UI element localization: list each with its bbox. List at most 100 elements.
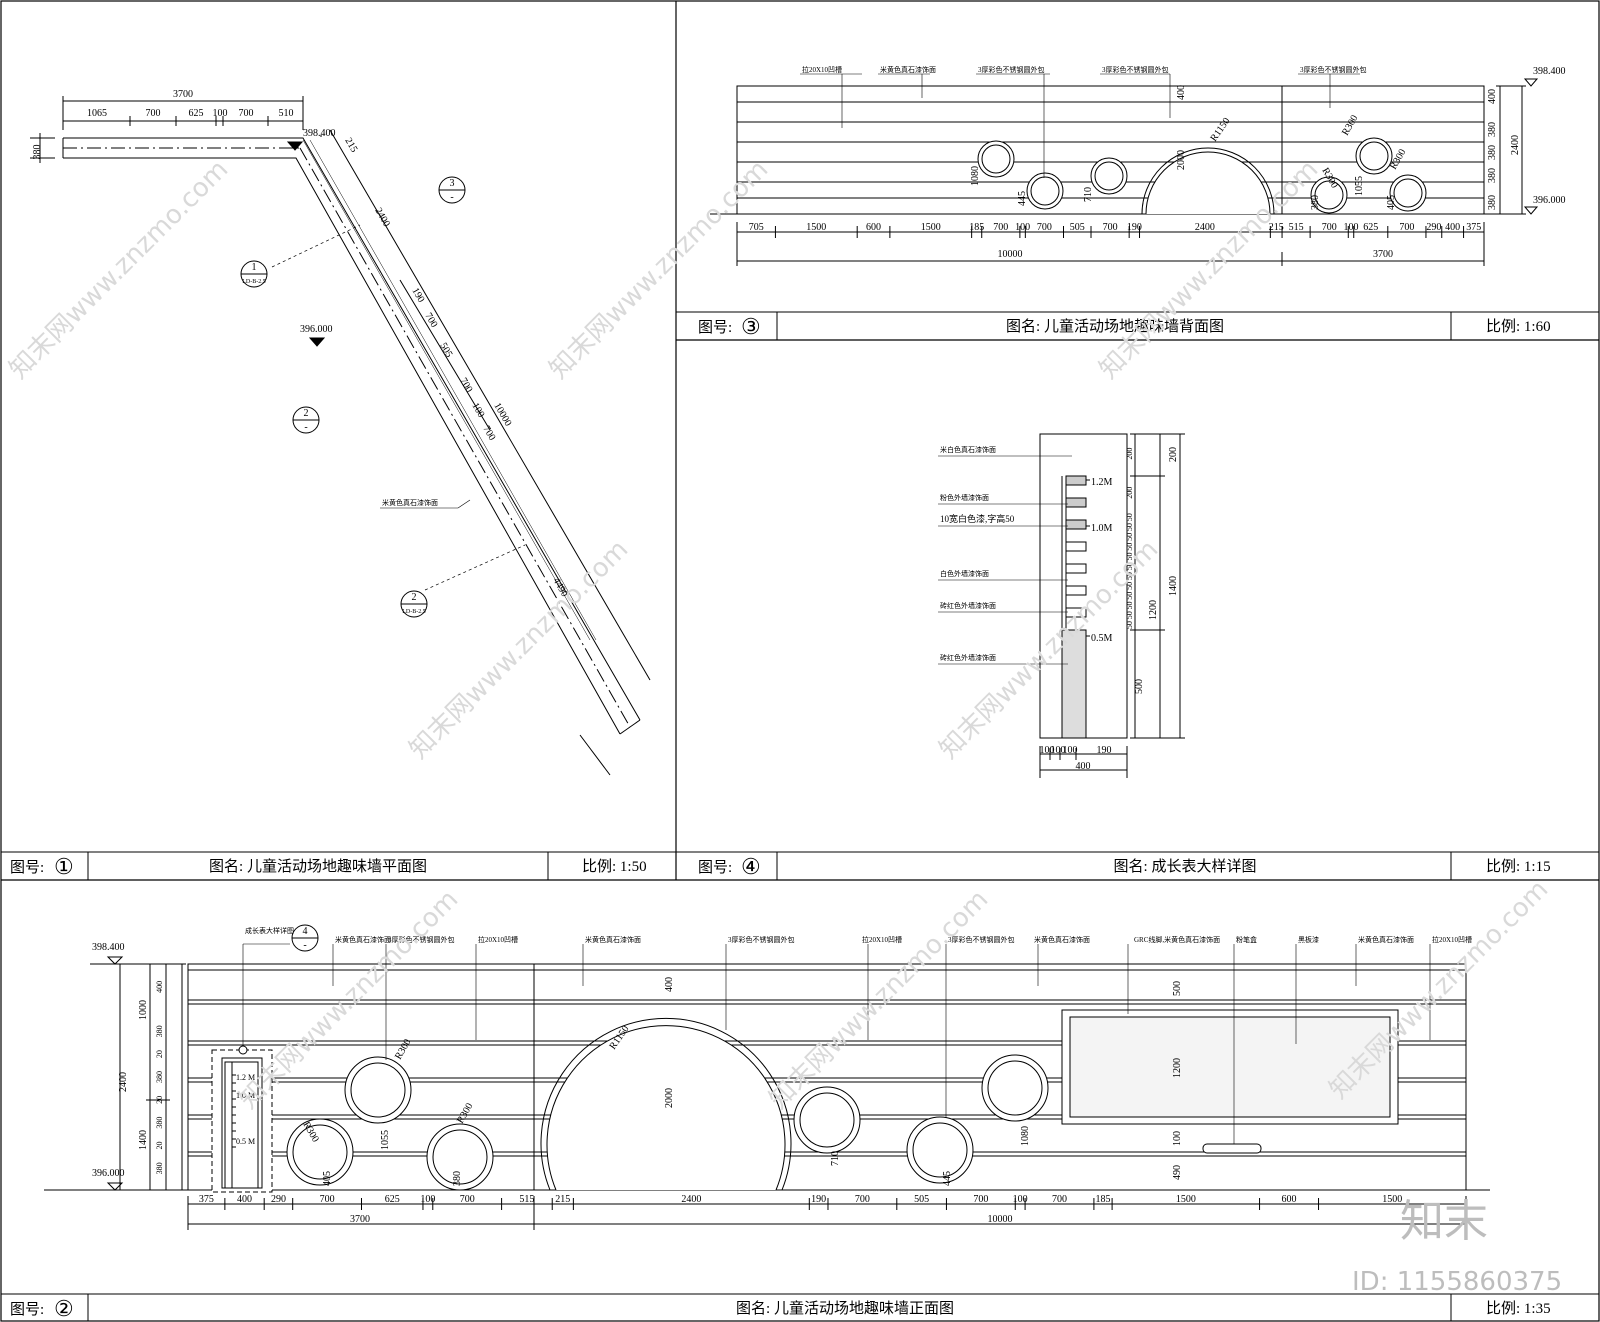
back-bottom-dim: 700 <box>1322 222 1337 233</box>
back-bottom-dim: 185 <box>969 222 984 233</box>
back-number-symbol: ③ <box>741 314 761 339</box>
front-inner-dim: 710 <box>830 1151 841 1166</box>
front-bottom-dim: 1500 <box>1382 1194 1402 1205</box>
growth-title: 图名: 成长表大样详图 <box>1114 858 1257 875</box>
back-bottom-dim: 705 <box>749 222 764 233</box>
watermark-logo: 知末 <box>1400 1196 1488 1247</box>
front-inner-dim: 490 <box>1172 1165 1183 1180</box>
plan-dim: 1065 <box>87 108 107 119</box>
back-bottom-dim: 190 <box>1127 222 1142 233</box>
back-radius: R300 <box>1340 113 1360 137</box>
front-note: 米黄色真石漆饰面 <box>1358 935 1414 944</box>
front-growth-mark: 1.0 M <box>236 1091 255 1100</box>
back-note: 拉20X10凹槽 <box>802 65 842 74</box>
front-left-dim: 1400 <box>138 1130 149 1150</box>
front-inner-dim: 400 <box>664 977 675 992</box>
front-note: 3厚彩色不锈钢圆外包 <box>948 935 1015 944</box>
plan-drawing <box>30 96 651 776</box>
growth-right-dim: 50 <box>1125 533 1134 541</box>
front-bottom-dim: 625 <box>385 1194 400 1205</box>
back-bottom-dim: 400 <box>1445 222 1460 233</box>
section-mark-num: 3 <box>450 178 455 189</box>
back-right-dim: 380 <box>1487 195 1498 210</box>
plan-dim: 2400 <box>372 206 392 229</box>
front-inner-dim: 2000 <box>664 1088 675 1108</box>
front-bottom-dim: 290 <box>271 1194 286 1205</box>
front-note: 米黄色真石漆饰面 <box>585 935 641 944</box>
back-radius: R1150 <box>1208 116 1232 144</box>
front-left-dim: 380 <box>155 1117 164 1129</box>
front-left-dim: 20 <box>155 1050 164 1058</box>
plan-elev-ground: 396.000 <box>300 324 333 335</box>
back-bottom-dim: 600 <box>866 222 881 233</box>
front-inner-dim: 500 <box>1172 981 1183 996</box>
plan-dim: 700 <box>239 108 254 119</box>
growth-note: 砖红色外墙漆饰面 <box>940 653 996 662</box>
front-number-label: 图号: <box>10 1301 44 1318</box>
back-bottom-dim: 700 <box>1399 222 1414 233</box>
back-inner-dim: 400 <box>1176 85 1187 100</box>
back-bottom-dim: 1500 <box>806 222 826 233</box>
growth-right-dim: 50 <box>1125 602 1134 610</box>
growth-right-dim: 200 <box>1125 487 1134 499</box>
plan-dim: 700 <box>146 108 161 119</box>
plan-dim: 510 <box>279 108 294 119</box>
growth-right-dim: 50 <box>1125 523 1134 531</box>
front-inner-dim: 405 <box>322 1171 333 1186</box>
watermark-id: ID: 1155860375 <box>1352 1267 1562 1297</box>
front-note: 3厚彩色不锈钢圆外包 <box>728 935 795 944</box>
plan-number-symbol: ① <box>54 854 74 879</box>
section-mark-ref: - <box>450 192 453 203</box>
back-right-dim: 400 <box>1487 89 1498 104</box>
front-dim-total: 10000 <box>988 1214 1013 1225</box>
front-note: GRC线脚,米黄色真石漆饰面 <box>1134 935 1220 944</box>
growth-dim: 1400 <box>1168 576 1179 596</box>
growth-note: 白色外墙漆饰面 <box>940 569 989 578</box>
front-bottom-dim: 215 <box>555 1194 570 1205</box>
front-note: 成长表大样详图 <box>245 926 294 935</box>
growth-mark: 1.2M <box>1091 477 1113 488</box>
front-bottom-dim: 515 <box>519 1194 534 1205</box>
plan-dim: 625 <box>189 108 204 119</box>
section-mark-num: 2 <box>412 592 417 603</box>
back-dim-total: 3700 <box>1373 249 1393 260</box>
growth-chart-drawing <box>938 433 1185 778</box>
front-note: 3厚彩色不锈钢圆外包 <box>388 935 455 944</box>
front-inner-dim: 380 <box>452 1171 463 1186</box>
growth-number-label: 图号: <box>698 859 732 876</box>
growth-dim: 500 <box>1134 679 1145 694</box>
front-left-dim: 20 <box>155 1141 164 1149</box>
front-bottom-dim: 100 <box>420 1194 435 1205</box>
front-left-dim: 20 <box>155 1096 164 1104</box>
plan-number-label: 图号: <box>10 859 44 876</box>
growth-dim-total: 400 <box>1076 761 1091 772</box>
growth-dim: 190 <box>1097 745 1112 756</box>
plan-dim: 505 <box>437 341 454 359</box>
plan-material-note: 米黄色真石漆饰面 <box>382 498 438 507</box>
plan-dim: 190 <box>409 286 426 304</box>
plan-dim: 700 <box>457 376 474 394</box>
back-right-dim: 380 <box>1487 168 1498 183</box>
front-left-dim: 400 <box>155 981 164 993</box>
front-bottom-dim: 100 <box>1013 1194 1028 1205</box>
plan-title: 图名: 儿童活动场地趣味墙平面图 <box>209 857 427 875</box>
front-inner-dim: 1080 <box>1020 1126 1031 1146</box>
front-bottom-dim: 700 <box>320 1194 335 1205</box>
back-bottom-dim: 100 <box>1344 222 1359 233</box>
plan-dim: 100 <box>469 401 486 419</box>
plan-elev-top: 398.400 <box>303 128 336 139</box>
back-elev-top: 398.400 <box>1533 66 1566 77</box>
front-bottom-dim: 185 <box>1095 1194 1110 1205</box>
plan-dim: 700 <box>480 424 497 442</box>
back-inner-dim: 1055 <box>1354 176 1365 196</box>
growth-note: 砖红色外墙漆饰面 <box>940 601 996 610</box>
plan-dim-total-side: 10000 <box>491 401 513 428</box>
front-left-dim-total: 2400 <box>118 1072 129 1092</box>
back-right-dim-total: 2400 <box>1510 135 1521 155</box>
watermark: 知末网www.znzmo.com <box>4 154 235 385</box>
front-inner-dim: 100 <box>1172 1131 1183 1146</box>
watermark: 知末网www.znzmo.com <box>934 534 1165 765</box>
growth-right-dim: 50 <box>1125 611 1134 619</box>
